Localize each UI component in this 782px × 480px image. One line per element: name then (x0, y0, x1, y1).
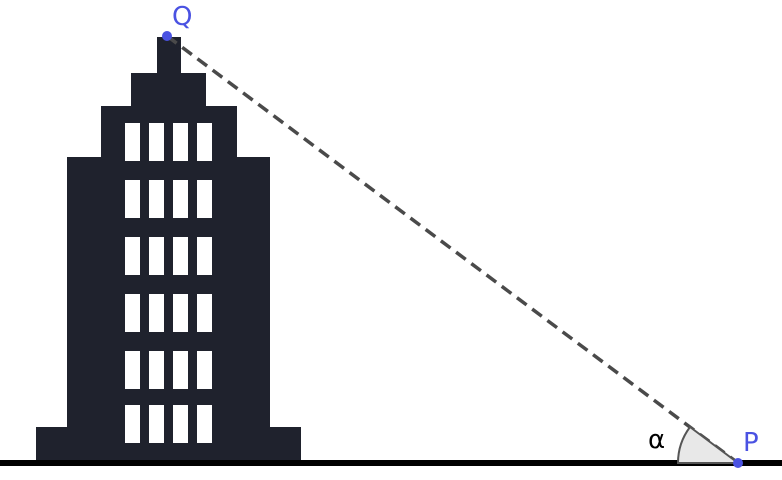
building-windows (125, 123, 212, 443)
point-p[interactable] (733, 458, 743, 468)
building-window (125, 405, 140, 443)
line-of-sight (165, 34, 740, 465)
point-q[interactable] (162, 31, 172, 41)
building-window (149, 123, 164, 161)
skyscraper-icon (36, 37, 301, 463)
building-window (197, 294, 212, 332)
building-window (197, 237, 212, 275)
building-window (149, 294, 164, 332)
building-window (197, 180, 212, 218)
building-window (125, 294, 140, 332)
building-window (197, 351, 212, 389)
building-window (149, 351, 164, 389)
building-silhouette (36, 37, 301, 463)
building-window (197, 405, 212, 443)
building-window (125, 237, 140, 275)
point-p-label: P (743, 428, 759, 458)
building-window (197, 123, 212, 161)
angle-label: α (648, 425, 665, 455)
building-window (125, 180, 140, 218)
building-window (173, 294, 188, 332)
building-window (173, 237, 188, 275)
building-window (173, 123, 188, 161)
building-window (149, 237, 164, 275)
building-window (173, 405, 188, 443)
angle-marker (676, 425, 741, 464)
building-window (125, 351, 140, 389)
building-window (125, 123, 140, 161)
building-window (149, 405, 164, 443)
building-window (173, 180, 188, 218)
building-window (149, 180, 164, 218)
building-window (173, 351, 188, 389)
point-q-label: Q (172, 2, 192, 32)
